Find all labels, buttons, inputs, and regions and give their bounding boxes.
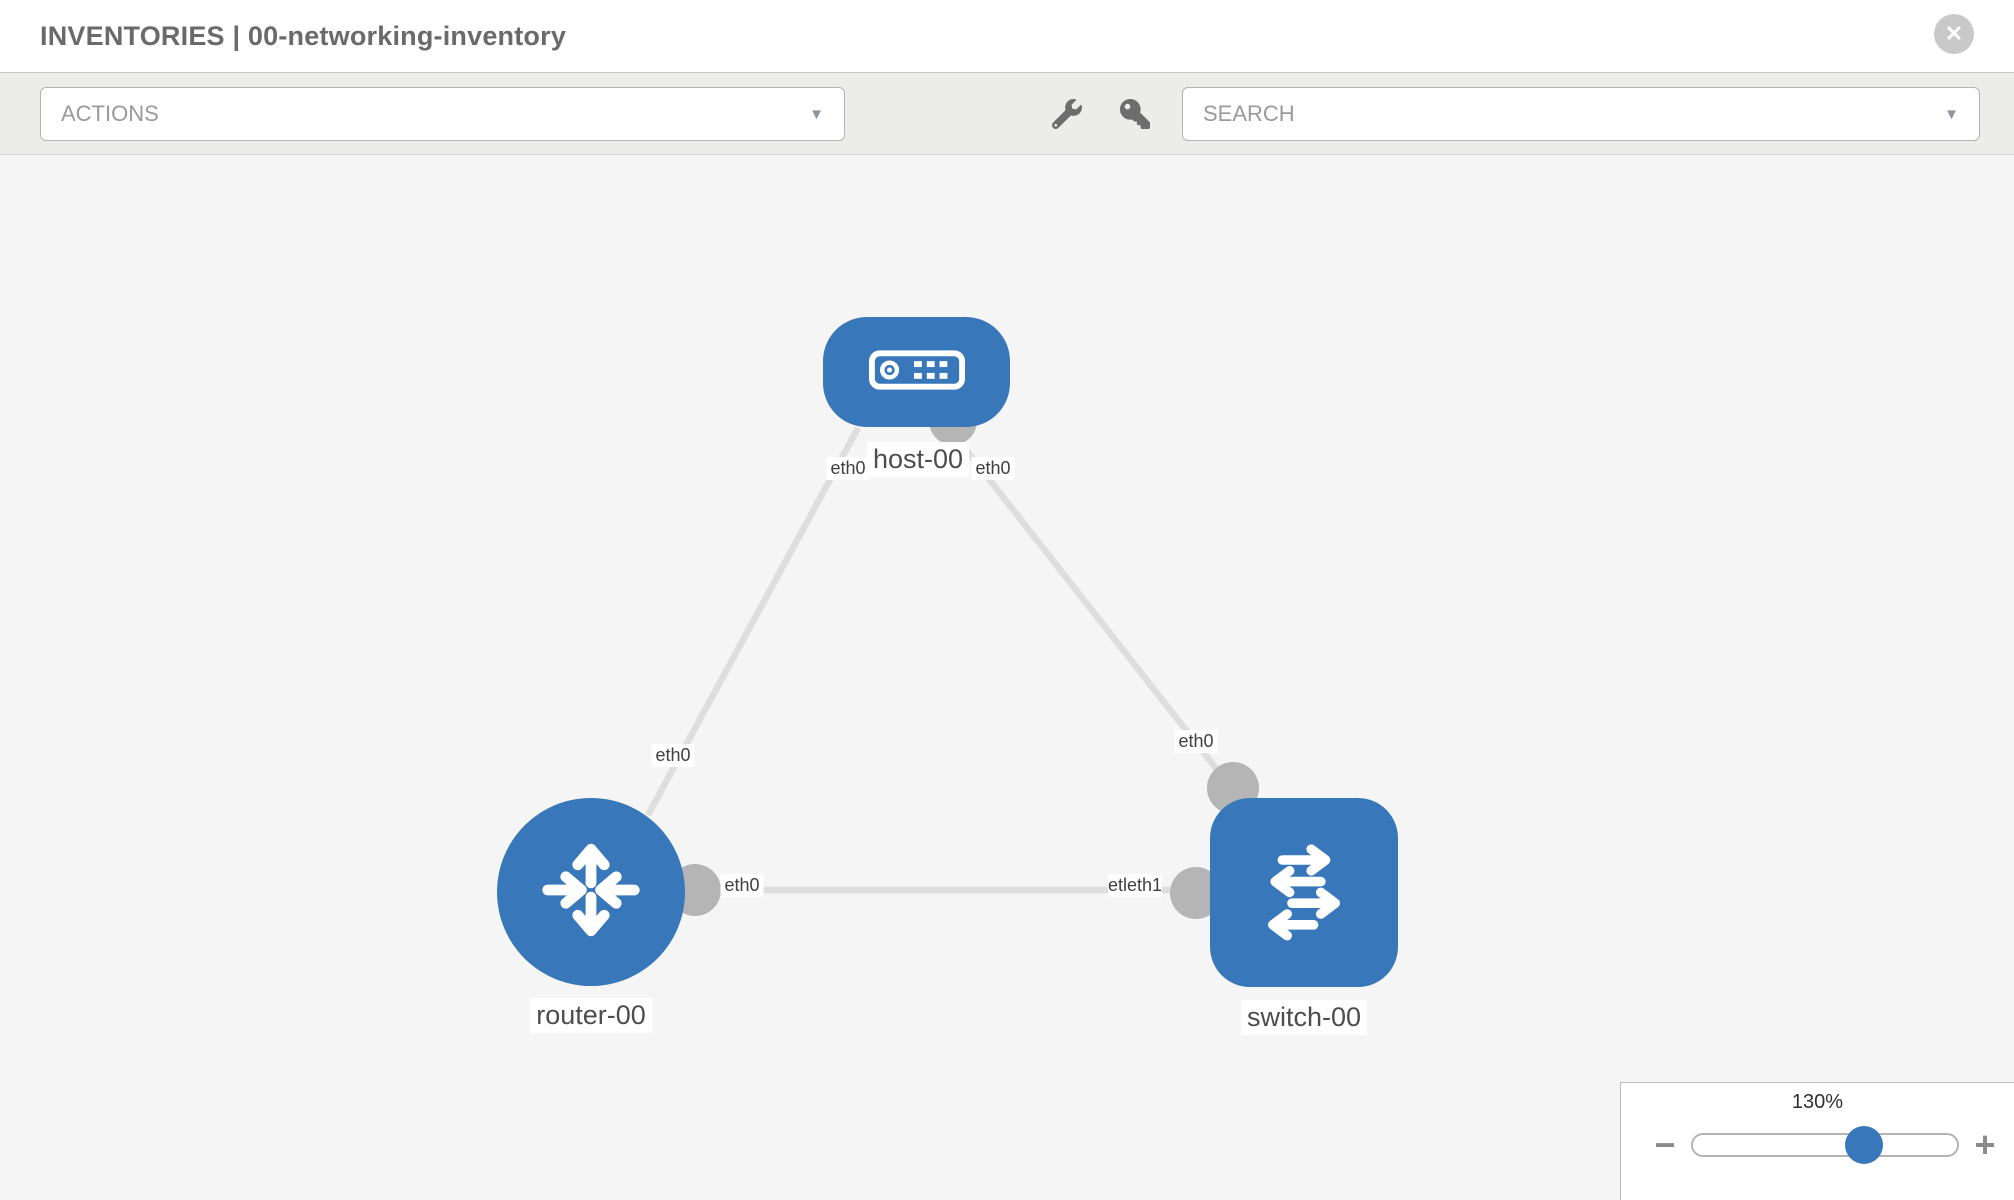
wrench-icon bbox=[1051, 98, 1082, 134]
if-label-router-switch-switch-side: eth1 bbox=[1127, 874, 1163, 897]
close-button[interactable]: ✕ bbox=[1934, 14, 1974, 54]
router-arrows-icon bbox=[531, 830, 651, 955]
actions-dropdown[interactable]: ACTIONS ▼ bbox=[40, 87, 845, 141]
node-label-router: router-00 bbox=[530, 998, 652, 1033]
window-header: INVENTORIES | 00-networking-inventory ✕ bbox=[0, 0, 2014, 72]
toolbar: ACTIONS ▼ SEARCH ▼ bbox=[0, 72, 2014, 155]
node-label-host: host-00 bbox=[866, 442, 970, 477]
minus-icon: − bbox=[1654, 1124, 1676, 1165]
connector-switch-left[interactable] bbox=[1170, 867, 1222, 919]
zoom-in-button[interactable]: + bbox=[1965, 1125, 2005, 1165]
host-device-icon bbox=[868, 349, 966, 396]
node-label-switch: switch-00 bbox=[1240, 1000, 1368, 1035]
switch-arrows-icon bbox=[1244, 830, 1364, 955]
zoom-control-panel: 130% − + bbox=[1620, 1082, 2014, 1200]
search-dropdown[interactable]: SEARCH ▼ bbox=[1182, 87, 1980, 141]
if-label-host-switch-switch-side: eth0 bbox=[1174, 730, 1218, 753]
if-label-host-switch-host-side: eth0 bbox=[971, 457, 1015, 480]
node-host-00[interactable] bbox=[823, 317, 1010, 427]
close-icon: ✕ bbox=[1944, 21, 1964, 46]
actions-dropdown-label: ACTIONS bbox=[61, 101, 159, 126]
links-layer bbox=[645, 397, 1259, 919]
credentials-button[interactable] bbox=[1118, 98, 1152, 134]
if-label-router-switch-router-side: eth0 bbox=[720, 874, 764, 897]
if-label-host-router-router-side: eth0 bbox=[651, 744, 695, 767]
tools-button[interactable] bbox=[1050, 98, 1084, 134]
chevron-down-icon: ▼ bbox=[809, 105, 824, 123]
zoom-out-button[interactable]: − bbox=[1645, 1125, 1685, 1165]
key-icon bbox=[1120, 98, 1150, 134]
search-dropdown-label: SEARCH bbox=[1203, 101, 1295, 126]
zoom-slider-thumb[interactable] bbox=[1845, 1126, 1883, 1164]
plus-icon: + bbox=[1974, 1124, 1996, 1165]
if-label-host-router-host-side: eth0 bbox=[826, 457, 870, 480]
page-title: INVENTORIES | 00-networking-inventory bbox=[40, 20, 567, 51]
node-switch-00[interactable] bbox=[1210, 798, 1398, 987]
chevron-down-icon: ▼ bbox=[1944, 105, 1959, 123]
zoom-slider-track[interactable] bbox=[1691, 1133, 1959, 1157]
node-router-00[interactable] bbox=[497, 798, 685, 986]
topology-canvas[interactable]: host-00 router-00 switch-00 eth0 eth0 et… bbox=[0, 155, 2014, 1200]
if-label-obscured-fragment: etl bbox=[1108, 874, 1128, 897]
zoom-level-value: 130% bbox=[1791, 1091, 1844, 1113]
if-label-router-switch-switch-side-group: etl eth1 bbox=[1108, 874, 1163, 897]
